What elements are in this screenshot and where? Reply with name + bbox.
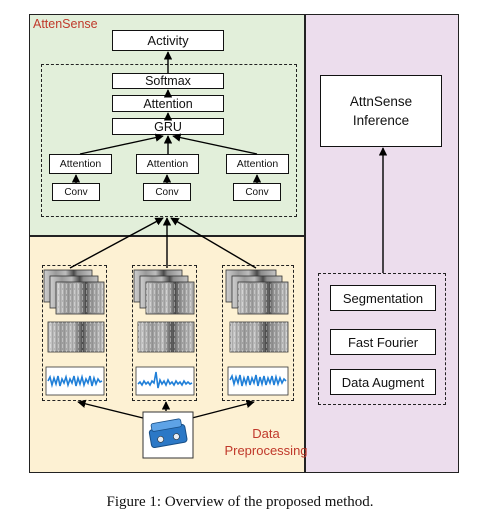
spectrogram [47, 321, 105, 353]
figure-caption: Figure 1: Overview of the proposed metho… [106, 494, 374, 510]
segmentation-box: Segmentation [330, 285, 436, 311]
model-dashed-group [41, 64, 297, 217]
branch-conv-box: Conv [143, 183, 191, 201]
gru-box: GRU [112, 118, 224, 135]
spectrogram-stack [225, 269, 289, 315]
preprocessing-title-line2: Preprocessing [224, 443, 308, 458]
spectrogram [229, 321, 289, 353]
wearable-sensor-icon [142, 411, 194, 459]
activity-box: Activity [112, 30, 224, 51]
waveform [135, 366, 195, 396]
attensense-title: AttenSense [33, 17, 98, 31]
sensor-column-3 [225, 269, 289, 396]
preprocessing-title-line1: Data [252, 426, 280, 441]
branch-conv-box: Conv [52, 183, 100, 201]
inference-title-line1: AttnSense [349, 94, 413, 109]
model-arrows [69, 51, 388, 419]
sensor-column-dashed [222, 265, 294, 401]
preprocessing-title: Data Preprocessing [218, 425, 314, 459]
spectrogram-stack [133, 269, 195, 315]
waveform [227, 366, 289, 396]
sensor-column-2 [133, 269, 195, 396]
inference-steps-dashed [318, 273, 446, 405]
inference-title-line2: Inference [352, 113, 410, 128]
waveform [45, 366, 105, 396]
branch-attention-box: Attention [136, 154, 199, 174]
spectrogram [137, 321, 195, 353]
branch-attention-box: Attention [226, 154, 289, 174]
sensor-column-dashed [132, 265, 197, 401]
sensor-column-1 [43, 269, 105, 396]
spectrogram-stack [43, 269, 105, 315]
fast-fourier-box: Fast Fourier [330, 329, 436, 355]
attnsense-inference-box: AttnSense Inference [320, 75, 442, 147]
softmax-box: Softmax [112, 73, 224, 89]
data-augment-box: Data Augment [330, 369, 436, 395]
branch-conv-box: Conv [233, 183, 281, 201]
